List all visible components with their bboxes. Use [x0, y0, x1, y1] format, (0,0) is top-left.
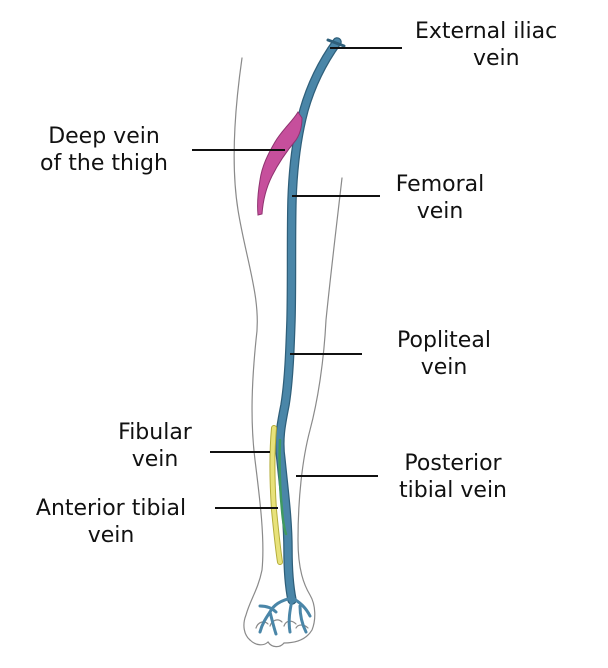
label-fibular-line2: vein [131, 447, 179, 472]
label-external-iliac-vein: External iliac vein [415, 18, 595, 72]
deep-vein-of-thigh [257, 111, 303, 216]
fibular-vein [278, 438, 288, 536]
foot-venous-arch [258, 596, 312, 636]
label-femoral-vein: Femoral vein [385, 171, 495, 225]
leg-outline-left [233, 57, 264, 641]
label-anterior-tibial-line1: Anterior tibial [35, 496, 187, 521]
blue-veins [258, 37, 346, 636]
leader-lines [192, 47, 402, 509]
label-posterior-tibial-vein: Posterior tibial vein [378, 450, 528, 504]
anterior-tibial-vein-fill [270, 426, 282, 564]
label-popliteal-line1: Popliteal [397, 328, 491, 353]
label-fibular-vein: Fibular vein [100, 419, 210, 473]
label-anterior-tibial-line2: vein [87, 523, 135, 548]
leg-outline-right [283, 177, 343, 644]
iliac-cap [326, 38, 346, 48]
label-popliteal-vein: Popliteal vein [376, 327, 512, 381]
toes-outline [249, 619, 309, 648]
label-fibular-line1: Fibular [118, 420, 192, 445]
label-popliteal-line2: vein [420, 355, 468, 380]
label-anterior-tibial-vein: Anterior tibial vein [10, 495, 212, 549]
label-posterior-tibial-line2: tibial vein [398, 478, 507, 503]
leg-outline [233, 57, 343, 648]
label-external-iliac-line2: vein [473, 46, 520, 71]
label-deep-vein-of-the-thigh: Deep vein of the thigh [18, 123, 190, 177]
label-femoral-line2: vein [416, 199, 464, 224]
label-posterior-tibial-line1: Posterior [404, 451, 502, 476]
label-external-iliac-line1: External iliac [415, 19, 558, 44]
label-deep-vein-line2: of the thigh [40, 151, 168, 176]
label-deep-vein-line1: Deep vein [48, 124, 160, 149]
label-femoral-line1: Femoral [395, 172, 485, 197]
